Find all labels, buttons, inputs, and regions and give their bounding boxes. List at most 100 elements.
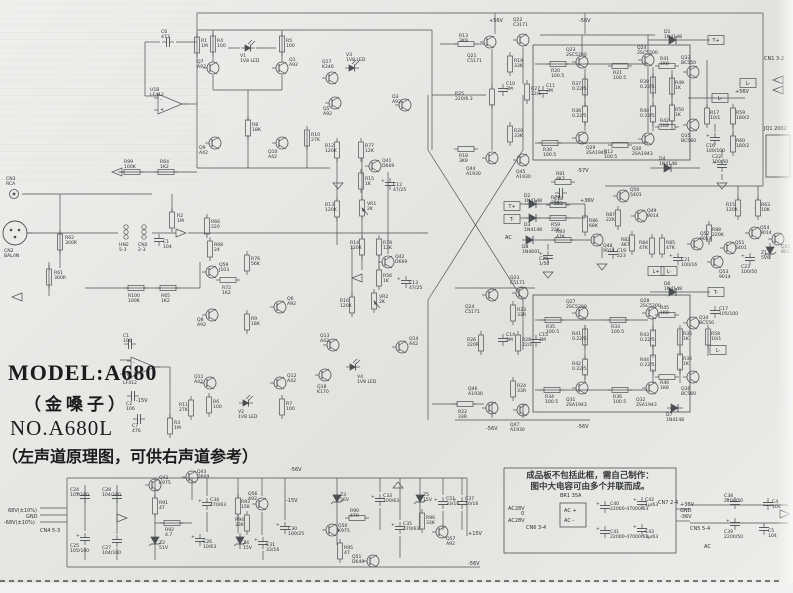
component-label: 22000-47000/63: [610, 534, 648, 540]
component-label: Q43: [197, 469, 207, 475]
component-label: 47/25: [393, 187, 406, 193]
component-label: C5171: [467, 58, 482, 64]
component-label: Q34: [699, 315, 709, 321]
led-symbol: [349, 363, 357, 371]
component-label: 15K: [241, 504, 251, 510]
wire: [355, 359, 361, 365]
signal-tag: [647, 266, 665, 276]
resistor-symbol: [515, 334, 521, 352]
component-label: D669: [395, 259, 407, 265]
wire: [233, 543, 237, 547]
component-label: R79: [551, 195, 560, 201]
wiper-arrow: [373, 300, 378, 306]
component-label: 1K: [383, 278, 390, 284]
resistor-symbol: [658, 374, 676, 380]
wire: [637, 217, 646, 223]
component-label: 100: [217, 43, 226, 49]
polarity-mark: +: [276, 522, 280, 528]
component-label: C4: [772, 499, 778, 505]
rail-label: CN5 5-4: [690, 526, 710, 532]
component-label: A1930: [516, 174, 531, 180]
component-label: 2K: [367, 206, 374, 212]
component-label: Q51: [352, 554, 362, 560]
component-label: C40: [610, 501, 619, 507]
component-label: C6: [161, 29, 167, 35]
component-label: C23: [741, 264, 750, 270]
wire: [578, 139, 587, 145]
component-label: C17: [719, 306, 728, 312]
component-label: 120K: [325, 207, 338, 213]
component-label: Q9: [199, 145, 206, 151]
xlr-connector: [2, 220, 28, 246]
transistor-symbol: [275, 136, 289, 150]
component-label: 2SA1943: [636, 402, 657, 408]
wire: [619, 197, 628, 203]
component-label: R23: [517, 307, 526, 313]
component-label: 33K: [235, 522, 245, 528]
wire: [276, 384, 285, 390]
wire: [208, 265, 217, 271]
component-label: 1K2: [222, 290, 231, 296]
transistor-symbol: [516, 33, 530, 47]
wire: [278, 136, 287, 142]
wire: [331, 104, 340, 110]
resistor-symbol: [207, 240, 213, 258]
component-label: R68: [214, 242, 223, 248]
wire: [340, 499, 344, 503]
polarity-mark: +: [191, 534, 195, 540]
wire: [644, 61, 653, 67]
component-label: R92: [165, 527, 174, 533]
transistor-symbol: [273, 376, 287, 390]
diode-symbol: [525, 235, 534, 245]
connector-arrow: [351, 273, 363, 283]
component-label: 24: [214, 247, 220, 253]
component-label: Q10: [268, 149, 278, 155]
component-label: C11: [546, 83, 555, 89]
resistor-symbol: [629, 234, 635, 252]
transistor-symbol: [485, 288, 499, 302]
component-label: C34: [210, 497, 219, 503]
component-label: R90: [350, 508, 359, 514]
component-label: D8: [522, 244, 529, 250]
signal-tag-label: T-: [509, 217, 514, 223]
component-label: C38: [724, 493, 733, 499]
component-label: V2: [238, 409, 244, 415]
transistor-symbol: [634, 209, 648, 223]
component-label: Z2: [159, 540, 165, 546]
rail-label: GND: [26, 514, 38, 520]
wire: [488, 159, 497, 165]
component-label: 5401: [630, 192, 642, 198]
wire: [578, 389, 587, 395]
component-label: 2SC5200: [566, 304, 587, 310]
signal-tag-label: L+: [653, 269, 660, 275]
transistor-symbol: [395, 340, 409, 354]
component-label: 220K: [712, 232, 725, 238]
transistor-symbol: [381, 255, 395, 269]
component-label: R24: [517, 383, 526, 389]
component-label: R56: [383, 273, 392, 279]
rail-label: -57V: [577, 168, 589, 174]
component-label: 1N4148: [659, 161, 677, 167]
drawing-number: NO.A680L: [10, 416, 114, 440]
component-label: 5V6: [761, 255, 770, 261]
component-label: HN2: [119, 242, 129, 248]
component-label: Q44: [466, 166, 476, 172]
component-label: 1M: [201, 43, 208, 49]
transistor-symbol: [366, 554, 380, 568]
transistor-symbol: [485, 151, 499, 165]
component-label: A92: [323, 111, 332, 117]
wire: [689, 370, 698, 376]
component-label: Q29: [586, 145, 596, 151]
component-label: R28: [522, 337, 531, 343]
resistor-symbol: [457, 146, 475, 152]
component-label: 10/1: [711, 336, 721, 342]
connector-arrow: [175, 228, 187, 238]
channel-note: （左声道原理图，可供右声道参考）: [2, 449, 259, 466]
component-label: C7: [132, 423, 138, 429]
component-label: A1930: [466, 171, 481, 177]
rail-label: AC: [505, 235, 512, 241]
wire: [258, 505, 267, 511]
component-label: 104/100: [102, 492, 121, 498]
component-label: C35: [403, 521, 412, 527]
component-label: 100: [286, 43, 295, 49]
